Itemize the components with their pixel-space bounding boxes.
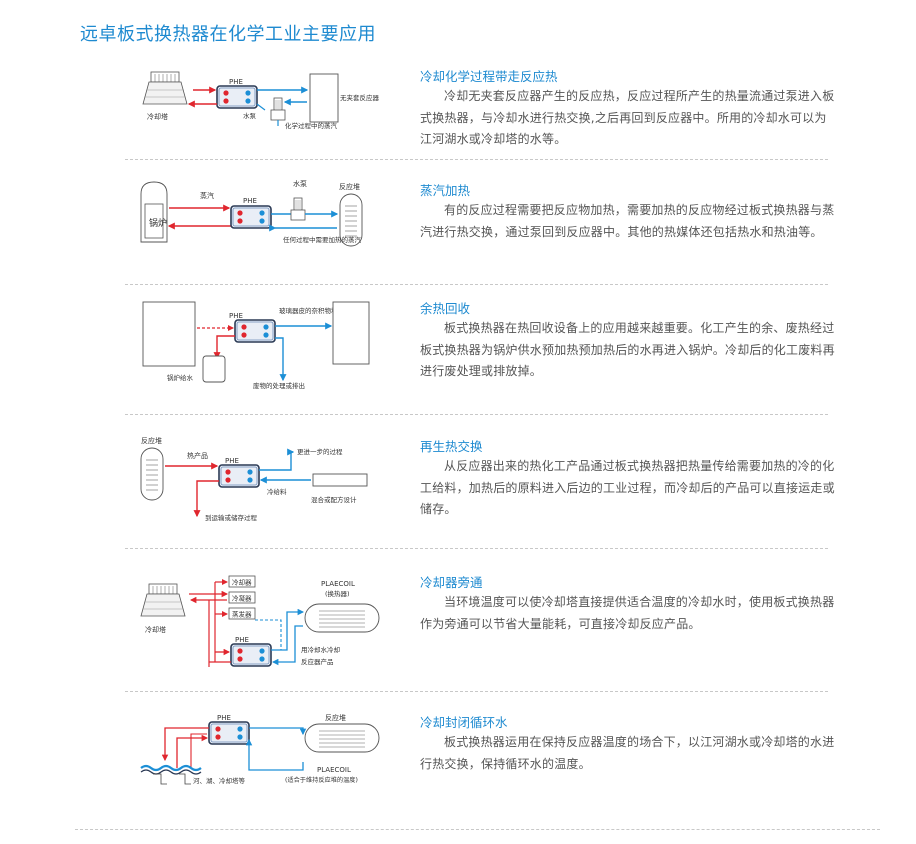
label-tower: 冷却塔 — [145, 625, 166, 634]
label-pump: 水泵 — [293, 180, 307, 188]
label-steam: 蒸汽 — [200, 191, 214, 200]
cooling-tower-icon — [140, 583, 186, 617]
label-condenser: 冷凝器 — [232, 594, 252, 603]
phe-icon — [234, 319, 276, 343]
label-hot-product: 热产品 — [187, 451, 208, 460]
label-transport: 到运输或储存过程 — [205, 513, 258, 522]
label-phe: PHE — [243, 197, 257, 205]
label-reactor: 反应堆 — [325, 713, 346, 722]
diagram-regenerative: 反应堆 热产品 PHE 到运输或储存过程 更进一步的过程 冷给料 混合或配方设计 — [125, 436, 410, 526]
water-wave-icon — [140, 764, 202, 772]
section-regenerative: 反应堆 热产品 PHE 到运输或储存过程 更进一步的过程 冷给料 混合或配方设计… — [125, 436, 835, 526]
section-heading: 余热回收 — [420, 301, 471, 316]
section-closed-loop: PHE 反应堆 PLAECOIL (适合于维持反应堆的温度) 河、湖、冷却塔等 … — [125, 712, 834, 802]
mixer-icon — [312, 473, 368, 487]
divider — [125, 159, 828, 160]
section-body: 有的反应过程需要把反应物加热，需要加热的反应物经过板式换热器与蒸汽进行热交换，通… — [420, 203, 835, 239]
plaecoil-icon — [304, 603, 380, 633]
section-heading: 冷却化学过程带走反应热 — [420, 69, 558, 84]
label-plaecoil-sub: (换热器) — [325, 589, 350, 598]
label-pump: 水泵 — [243, 111, 257, 120]
section-body: 板式换热器运用在保持反应器温度的场合下，以江河湖水或冷却塔的水进行热交换，保持循… — [420, 735, 835, 771]
divider — [125, 548, 828, 549]
label-plaecoil: PLAECOIL — [317, 766, 351, 774]
section-body: 从反应器出来的热化工产品通过板式换热器把热量传给需要加热的冷的化工给料，加热后的… — [420, 459, 835, 516]
label-reactor: 反应堆 — [141, 436, 162, 445]
section-heading: 冷却器旁通 — [420, 575, 483, 590]
label-phe: PHE — [235, 636, 249, 644]
reactor-icon — [309, 73, 339, 123]
section-steam-heating: 锅炉 蒸汽 PHE 水泵 反应堆 任何过程中需要加热的蒸汽 蒸汽加热 有的反应过… — [125, 180, 834, 270]
label-note1: 用冷却水冷却 — [301, 645, 340, 654]
label-note2: 反应器产品 — [301, 657, 334, 666]
phe-icon — [230, 643, 272, 667]
boiler-feed-icon — [202, 355, 226, 383]
label-waste: 废物的处理或排出 — [253, 381, 305, 390]
label-phe: PHE — [229, 312, 243, 320]
label-tower: 冷却塔 — [147, 112, 168, 121]
label-water: 河、湖、冷却塔等 — [193, 776, 246, 785]
cooler-icon — [228, 575, 256, 588]
label-reactor: 无夹套反应器 — [340, 93, 380, 102]
label-reactor: 反应堆 — [339, 182, 360, 191]
page-title: 远卓板式换热器在化学工业主要应用 — [80, 24, 376, 45]
diagram-steam-heating: 锅炉 蒸汽 PHE 水泵 反应堆 任何过程中需要加热的蒸汽 — [125, 180, 410, 260]
label-boiler: 锅炉 — [149, 217, 167, 229]
label-phe: PHE — [229, 78, 243, 86]
plant-icon — [142, 301, 196, 367]
label-mix: 混合或配方设计 — [311, 495, 357, 504]
section-heading: 蒸汽加热 — [420, 183, 471, 198]
reactor-coil-icon — [304, 723, 380, 753]
divider — [125, 691, 828, 692]
cooling-tower-icon — [142, 71, 188, 105]
pump-icon — [270, 97, 286, 121]
label-boiler-feed: 锅炉给水 — [167, 373, 194, 382]
section-heading: 再生热交换 — [420, 439, 483, 454]
label-phe: PHE — [217, 714, 231, 722]
pump-icon — [290, 197, 306, 221]
section-body: 冷却无夹套反应器产生的反应热，反应过程所产生的热量流通过泵进入板式换热器，与冷却… — [420, 89, 835, 146]
section-cooling-reaction: 冷却塔 PHE 水泵 无夹套反应器 化学过程中的蒸汽 冷却化学过程带走反应热 冷… — [125, 66, 834, 146]
diagram-cooling-reaction: 冷却塔 PHE 水泵 无夹套反应器 化学过程中的蒸汽 — [125, 66, 410, 136]
reactor-icon — [140, 447, 164, 501]
label-steam: 化学过程中的蒸汽 — [285, 121, 338, 130]
label-note: 任何过程中需要加热的蒸汽 — [283, 235, 362, 244]
diagram-heat-recovery: PHE 玻璃器皮的奈积物和废蒸汽 锅炉给水 废物的处理或排出 — [125, 298, 410, 396]
label-cooler: 冷却器 — [232, 578, 252, 587]
label-glass: 玻璃器皮的奈积物和废蒸汽 — [279, 306, 358, 315]
section-heading: 冷却封闭循环水 — [420, 715, 508, 730]
section-heat-recovery: PHE 玻璃器皮的奈积物和废蒸汽 锅炉给水 废物的处理或排出 余热回收 板式换热… — [125, 298, 835, 398]
section-cooler-bypass: 冷却塔 冷却器 冷凝器 蒸发器 PHE PLAECOIL (换热器) 用冷却水冷… — [125, 572, 834, 680]
divider — [125, 284, 828, 285]
label-evaporator: 蒸发器 — [232, 610, 252, 619]
diagram-closed-loop: PHE 反应堆 PLAECOIL (适合于维持反应堆的温度) 河、湖、冷却塔等 — [125, 712, 410, 798]
label-further: 更进一步的过程 — [297, 447, 343, 456]
label-phe: PHE — [225, 457, 239, 465]
condenser-icon — [228, 591, 256, 604]
vessel-icon — [332, 301, 370, 365]
section-body: 当环境温度可以使冷却塔直接提供适合温度的冷却水时，使用板式换热器作为旁通可以节省… — [420, 595, 835, 631]
evaporator-icon — [228, 607, 256, 620]
phe-icon — [218, 464, 260, 488]
divider — [125, 414, 828, 415]
label-cold-feed: 冷给料 — [267, 487, 287, 496]
divider — [75, 829, 880, 830]
phe-icon — [208, 721, 250, 745]
label-plaecoil: PLAECOIL — [321, 580, 355, 588]
section-body: 板式换热器在热回收设备上的应用越来越重要。化工产生的余、废热经过板式换热器为锅炉… — [420, 321, 835, 378]
phe-icon — [216, 85, 258, 109]
label-plaecoil-sub: (适合于维持反应堆的温度) — [285, 776, 358, 784]
phe-icon — [230, 205, 272, 229]
diagram-cooler-bypass: 冷却塔 冷却器 冷凝器 蒸发器 PHE PLAECOIL (换热器) 用冷却水冷… — [125, 572, 410, 680]
